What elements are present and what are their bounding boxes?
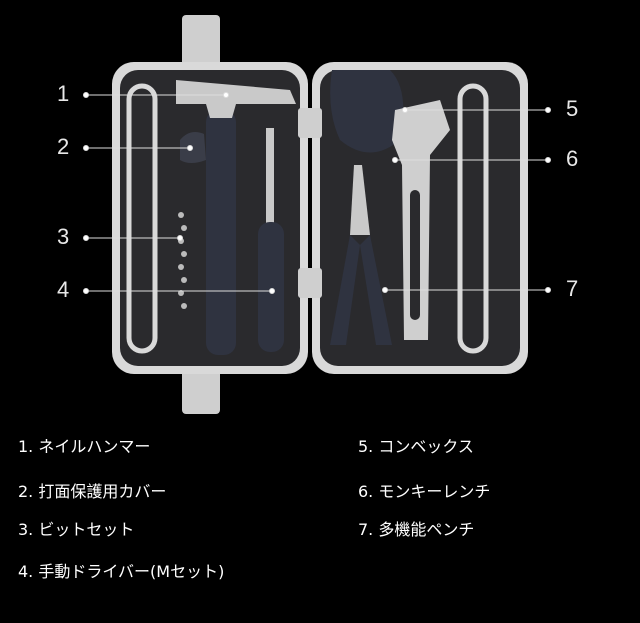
legend-item: 6. モンキーレンチ (358, 482, 491, 501)
hinge-top (298, 108, 322, 138)
callout-5: 5 (566, 96, 579, 121)
tape-measure (330, 70, 404, 153)
legend-item: 5. コンベックス (358, 437, 474, 456)
toolkit-illustration (83, 15, 551, 414)
hammer (176, 80, 296, 355)
legend-item: 4. 手動ドライバー(Mセット) (18, 562, 225, 581)
callout-4: 4 (57, 277, 70, 302)
callout-3: 3 (57, 224, 70, 249)
hinge-bottom (298, 268, 322, 298)
screwdriver (258, 128, 284, 352)
legend-item: 1. ネイルハンマー (18, 437, 151, 456)
legend-item: 2. 打面保護用カバー (18, 482, 167, 501)
callout-6: 6 (566, 146, 579, 171)
top-latch (182, 15, 220, 73)
pliers (330, 165, 392, 345)
callout-1: 1 (57, 81, 70, 106)
legend-item: 7. 多機能ペンチ (358, 520, 475, 539)
bit-set (178, 212, 187, 309)
callout-7: 7 (566, 276, 579, 301)
face-cover (180, 132, 206, 163)
callout-2: 2 (57, 134, 70, 159)
legend-item: 3. ビットセット (18, 520, 135, 539)
